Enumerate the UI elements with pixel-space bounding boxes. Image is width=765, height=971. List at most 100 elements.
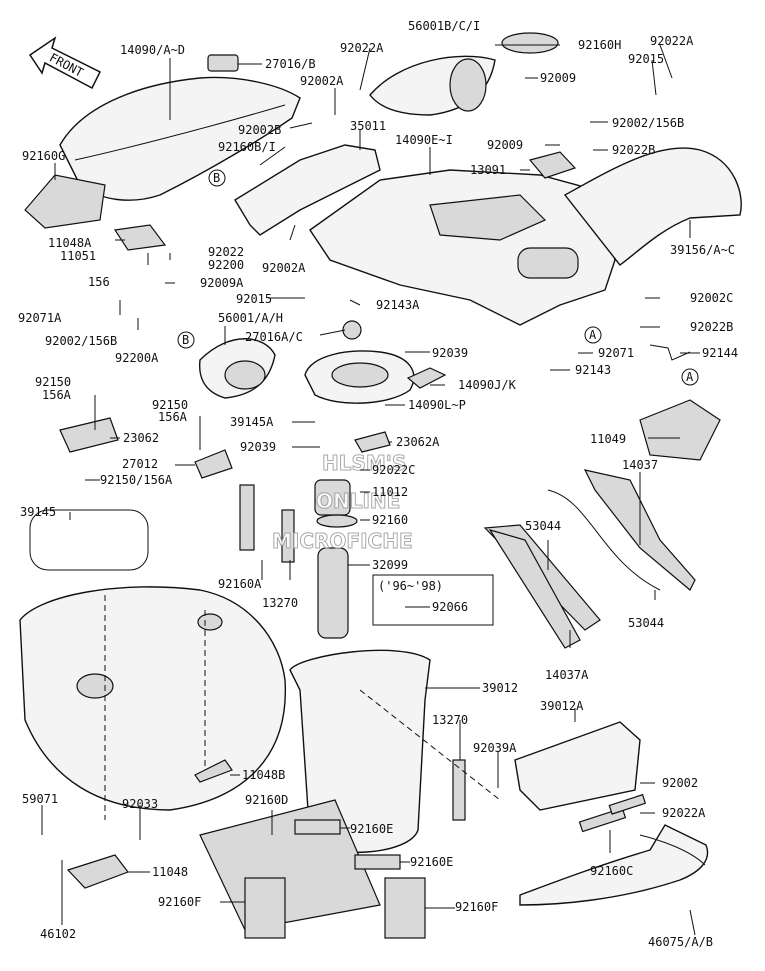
label-11012: 11012 xyxy=(372,485,408,499)
label-92071: 92071 xyxy=(598,346,634,360)
label-92071a: 92071A xyxy=(18,311,62,325)
label-92150-l: 92150 xyxy=(35,375,71,389)
grab-rail-46075 xyxy=(519,824,709,906)
bracket-23062 xyxy=(59,417,119,453)
label-92160-m: 92160 xyxy=(372,513,408,527)
label-11048: 11048 xyxy=(152,865,188,879)
svg-text:A: A xyxy=(686,370,694,384)
label-92002-br: 92002 xyxy=(662,776,698,790)
leader-lines xyxy=(41,44,700,936)
label-14037: 14037 xyxy=(622,458,658,472)
svg-text:MICROFICHE: MICROFICHE xyxy=(272,529,413,553)
strip-13270-right xyxy=(452,759,466,821)
label-92022b-r: 92022B xyxy=(690,320,733,334)
label-92160c: 92160C xyxy=(590,864,633,878)
pad-92160g xyxy=(24,174,106,229)
label-39145: 39145 xyxy=(20,505,56,519)
bracket-11048 xyxy=(66,854,129,889)
label-11048a: 11048A xyxy=(48,236,92,250)
callout-a-2: A xyxy=(681,368,699,386)
label-39012a: 39012A xyxy=(540,699,584,713)
label-92002a-mid: 92002A xyxy=(262,261,306,275)
bracket-11048a xyxy=(113,224,167,251)
rear-cover-39156 xyxy=(563,147,742,266)
label-92160e-2: 92160E xyxy=(410,855,453,869)
gasket-39145 xyxy=(29,509,149,571)
label-27012: 27012 xyxy=(122,457,158,471)
label-92160d: 92160D xyxy=(245,793,288,807)
label-92039-top: 92039 xyxy=(432,346,468,360)
label-39156: 39156/A~C xyxy=(670,243,735,257)
bracket-35011 xyxy=(234,144,381,236)
callout-a-1: A xyxy=(584,326,602,344)
handle-14037a xyxy=(488,528,581,649)
label-92009a: 92009A xyxy=(200,276,244,290)
strip-13270-left xyxy=(281,509,295,563)
label-92200a: 92200A xyxy=(115,351,159,365)
svg-text:HLSM'S: HLSM'S xyxy=(322,451,406,475)
label-46102: 46102 xyxy=(40,927,76,941)
svg-text:ONLINE: ONLINE xyxy=(316,489,400,513)
label-14090-a-d: 14090/A~D xyxy=(120,43,185,57)
label-39012: 39012 xyxy=(482,681,518,695)
label-92039a: 92039A xyxy=(473,741,517,755)
ring-92160 xyxy=(316,514,358,528)
pad-92160f-right xyxy=(384,877,426,939)
label-92039-m: 92039 xyxy=(240,440,276,454)
label-92160f-r: 92160F xyxy=(455,900,498,914)
label-23062: 23062 xyxy=(123,431,159,445)
label-92160f-l: 92160F xyxy=(158,895,201,909)
knob-27016a xyxy=(342,320,362,340)
bracket-23062a xyxy=(354,431,391,453)
label-53044-b: 53044 xyxy=(628,616,664,630)
pad-92160e-2 xyxy=(354,854,401,870)
svg-text:B: B xyxy=(182,333,189,347)
label-14037a: 14037A xyxy=(545,668,589,682)
year-range-box xyxy=(372,574,494,626)
label-92022a-top: 92022A xyxy=(340,41,384,55)
pad-92160h xyxy=(501,32,559,54)
label-92022c: 92022C xyxy=(372,463,415,477)
latch-27016b xyxy=(207,54,239,72)
label-11048b: 11048B xyxy=(242,768,285,782)
clip-92144 xyxy=(649,344,691,361)
label-156a-l: 156A xyxy=(42,388,72,402)
label-92150-156a: 92150/156A xyxy=(100,473,173,487)
label-92066: 92066 xyxy=(432,600,468,614)
label-92009-top: 92009 xyxy=(540,71,576,85)
label-92015-tr: 92015 xyxy=(628,52,664,66)
label-32099: 32099 xyxy=(372,558,408,572)
label-11049: 11049 xyxy=(590,432,626,446)
label-11051: 11051 xyxy=(60,249,96,263)
svg-text:B: B xyxy=(213,171,220,185)
label-23062a: 23062A xyxy=(396,435,440,449)
label-92144: 92144 xyxy=(702,346,738,360)
label-92160b-i: 92160B/I xyxy=(218,140,276,154)
label-14090lp: 14090L~P xyxy=(408,398,466,412)
part-labels: 14090/A~D 27016/B 92022A 56001B/C/I 9216… xyxy=(18,19,738,949)
svg-text:A: A xyxy=(589,328,597,342)
label-56001-ah: 56001/A/H xyxy=(218,311,283,325)
strap-53044-right xyxy=(547,489,661,591)
tube-32099 xyxy=(317,547,349,639)
bracket-11048b xyxy=(194,759,233,783)
label-14090jk: 14090J/K xyxy=(458,378,517,392)
bracket-11049 xyxy=(639,399,721,461)
label-14090e-i: 14090E~I xyxy=(395,133,453,147)
label-13270-r: 13270 xyxy=(432,713,468,727)
label-92002-156b-l: 92002/156B xyxy=(45,334,117,348)
label-92160g: 92160G xyxy=(22,149,65,163)
bracket-27012 xyxy=(194,449,233,479)
callout-b-1: B xyxy=(208,169,226,187)
label-92143: 92143 xyxy=(575,363,611,377)
pad-92160c-2 xyxy=(608,793,647,815)
label-35011: 35011 xyxy=(350,119,386,133)
storage-bin-39012a xyxy=(514,721,641,811)
label-27016-b: 27016/B xyxy=(265,57,316,71)
label-92015-mid: 92015 xyxy=(236,292,272,306)
label-59071: 59071 xyxy=(22,792,58,806)
label-92150-m: 92150 xyxy=(152,398,188,412)
label-56001-bci: 56001B/C/I xyxy=(408,19,480,33)
label-92200: 92200 xyxy=(208,258,244,272)
